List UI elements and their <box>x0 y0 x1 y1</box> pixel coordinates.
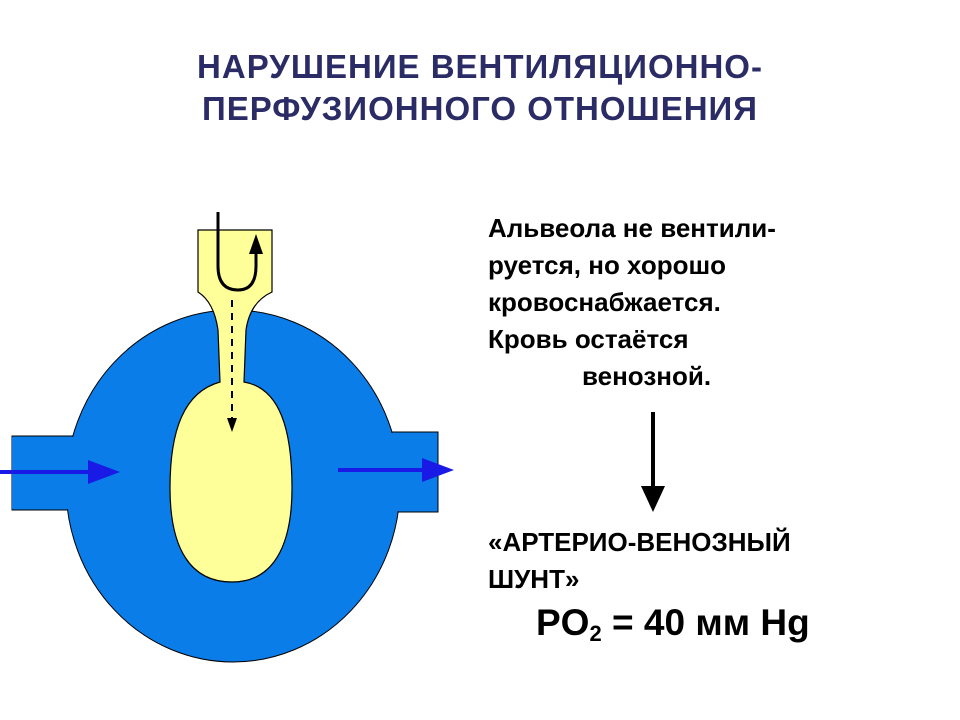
blood-flow-arrow-icon <box>0 458 454 484</box>
description-line-5: венозной. <box>582 361 712 391</box>
shunt-line-1: «АРТЕРИО-ВЕНОЗНЫЙ <box>488 527 791 557</box>
description-line-3: кровоснабжается. <box>488 287 721 317</box>
air-flow-arrow-icon <box>216 212 263 432</box>
po2-label: PO <box>536 602 590 643</box>
result-arrow-icon <box>641 412 665 512</box>
title-line-1: НАРУШЕНИЕ ВЕНТИЛЯЦИОННО- <box>197 48 763 85</box>
description-text: Альвеола не вентили- руется, но хорошо к… <box>488 210 948 395</box>
description-line-1: Альвеола не вентили- <box>488 213 776 243</box>
po2-value: PO2 = 40 мм Hg <box>536 598 810 659</box>
description-line-2: руется, но хорошо <box>488 250 727 280</box>
page-title: НАРУШЕНИЕ ВЕНТИЛЯЦИОННО- ПЕРФУЗИОННОГО О… <box>0 46 960 130</box>
title-line-2: ПЕРФУЗИОННОГО ОТНОШЕНИЯ <box>201 90 758 127</box>
shunt-line-2: ШУНТ» <box>488 564 580 594</box>
description-line-4: Кровь остаётся <box>488 324 689 354</box>
po2-subscript: 2 <box>589 621 602 646</box>
po2-number: = 40 мм Hg <box>612 602 810 643</box>
shunt-label: «АРТЕРИО-ВЕНОЗНЫЙ ШУНТ» <box>488 524 948 598</box>
